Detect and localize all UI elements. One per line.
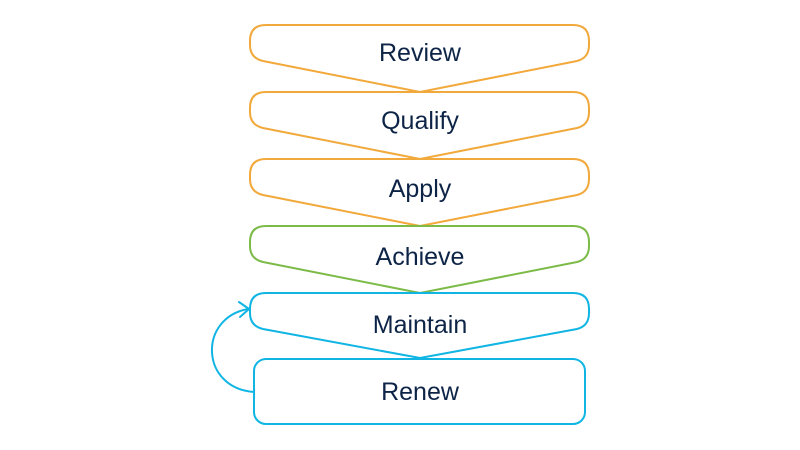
step-maintain: Maintain xyxy=(249,292,590,360)
step-renew-label: Renew xyxy=(381,378,460,406)
step-apply: Apply xyxy=(249,158,590,228)
step-achieve-label: Achieve xyxy=(376,243,465,271)
step-renew: Renew xyxy=(253,358,586,425)
step-apply-chevron xyxy=(249,158,590,228)
loop-arrow xyxy=(211,301,255,393)
step-review-label: Review xyxy=(379,39,462,67)
step-review: Review xyxy=(249,24,590,94)
loop-back-arrow-icon xyxy=(211,308,255,393)
step-qualify-chevron xyxy=(249,91,590,161)
step-renew-box xyxy=(253,358,586,425)
step-maintain-chevron xyxy=(249,292,590,360)
step-apply-label: Apply xyxy=(389,175,452,203)
step-review-chevron xyxy=(249,24,590,94)
step-achieve-chevron xyxy=(249,225,590,295)
step-achieve: Achieve xyxy=(249,225,590,295)
step-maintain-label: Maintain xyxy=(373,311,468,339)
step-qualify-label: Qualify xyxy=(381,107,459,135)
step-qualify: Qualify xyxy=(249,91,590,161)
